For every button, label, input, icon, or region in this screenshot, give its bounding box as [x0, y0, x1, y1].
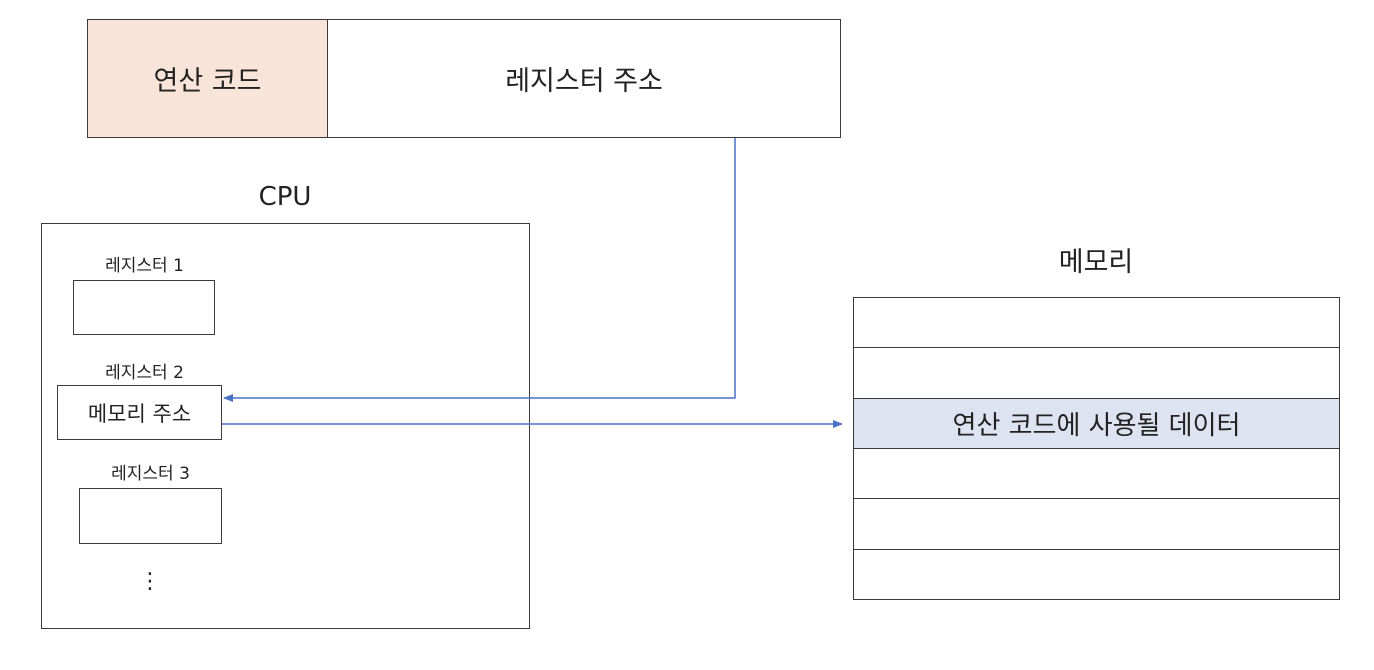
memory-cell: [854, 449, 1339, 500]
more-registers-ellipsis: ⋮: [139, 569, 161, 594]
memory-table: 연산 코드에 사용될 데이터: [853, 297, 1340, 600]
memory-cell: [854, 550, 1339, 599]
register-2-label: 레지스터 2: [105, 363, 184, 383]
memory-cell: [854, 298, 1339, 349]
register-3-label: 레지스터 3: [111, 464, 190, 484]
cpu-title: CPU: [258, 182, 312, 212]
memory-cell: [854, 348, 1339, 399]
register-address-field: 레지스터 주소: [505, 66, 663, 97]
register-3-box: [79, 488, 222, 544]
register-1-box: [73, 280, 215, 335]
memory-title: 메모리: [1058, 247, 1134, 278]
opcode-field: 연산 코드: [88, 20, 328, 137]
register-2-box: 메모리 주소: [57, 385, 222, 440]
memory-cell-data: 연산 코드에 사용될 데이터: [854, 398, 1339, 449]
instruction-format: 연산 코드 레지스터 주소: [87, 19, 841, 138]
memory-cell: [854, 499, 1339, 550]
register-1-label: 레지스터 1: [105, 256, 184, 276]
